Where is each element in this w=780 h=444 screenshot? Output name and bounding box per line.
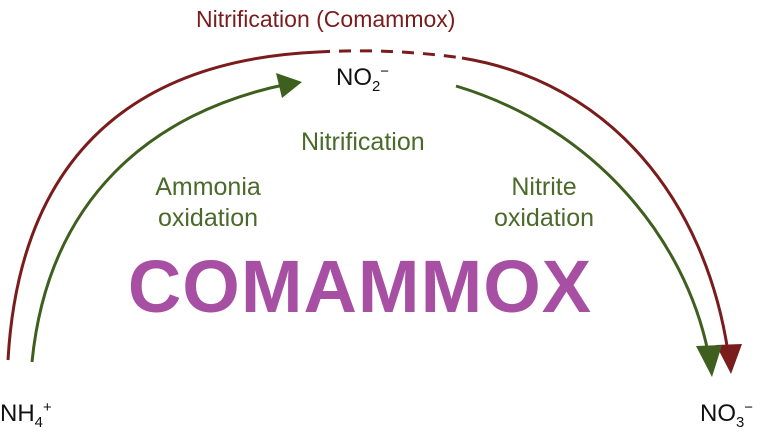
- nitrate-species: NO3−: [700, 400, 753, 431]
- ammonia-oxidation-line2: oxidation: [157, 204, 259, 232]
- ammonium-base: NH: [0, 400, 35, 427]
- ammonium-subscript: 4: [34, 414, 43, 431]
- nitrate-base: NO: [700, 400, 736, 427]
- nitrite-base: NO: [336, 64, 372, 91]
- ammonia-oxidation-arrowhead: [276, 73, 302, 98]
- nitrite-species: NO2−: [336, 64, 389, 95]
- comammox-pathway-label: Nitrification (Comammox): [196, 6, 456, 32]
- nitrite-subscript: 2: [372, 78, 381, 95]
- nitrate-subscript: 3: [736, 414, 745, 431]
- nitrite-charge: −: [380, 64, 389, 80]
- nitrite-oxidation-line2: oxidation: [493, 204, 595, 232]
- nitrification-label: Nitrification: [301, 128, 425, 156]
- nitrite-oxidation-line1: Nitrite: [511, 173, 577, 201]
- nitrite-oxidation-arc: [455, 84, 710, 353]
- ammonia-oxidation-line1: Ammonia: [155, 173, 261, 201]
- comammox-arc-dashed: [317, 49, 463, 60]
- comammox-arc-left: [6, 50, 319, 361]
- ammonium-species: NH4+: [0, 400, 52, 431]
- nitrite-oxidation-label: Nitrite oxidation: [462, 172, 626, 234]
- comammox-title: COMAMMOX: [127, 245, 593, 328]
- comammox-arrowhead: [716, 344, 742, 374]
- ammonia-oxidation-arc: [30, 82, 289, 363]
- ammonium-charge: +: [42, 400, 52, 416]
- nitrate-charge: −: [744, 400, 753, 416]
- comammox-arc-right: [461, 56, 730, 353]
- ammonia-oxidation-label: Ammonia oxidation: [126, 172, 290, 234]
- nitrite-oxidation-arrowhead: [696, 345, 722, 377]
